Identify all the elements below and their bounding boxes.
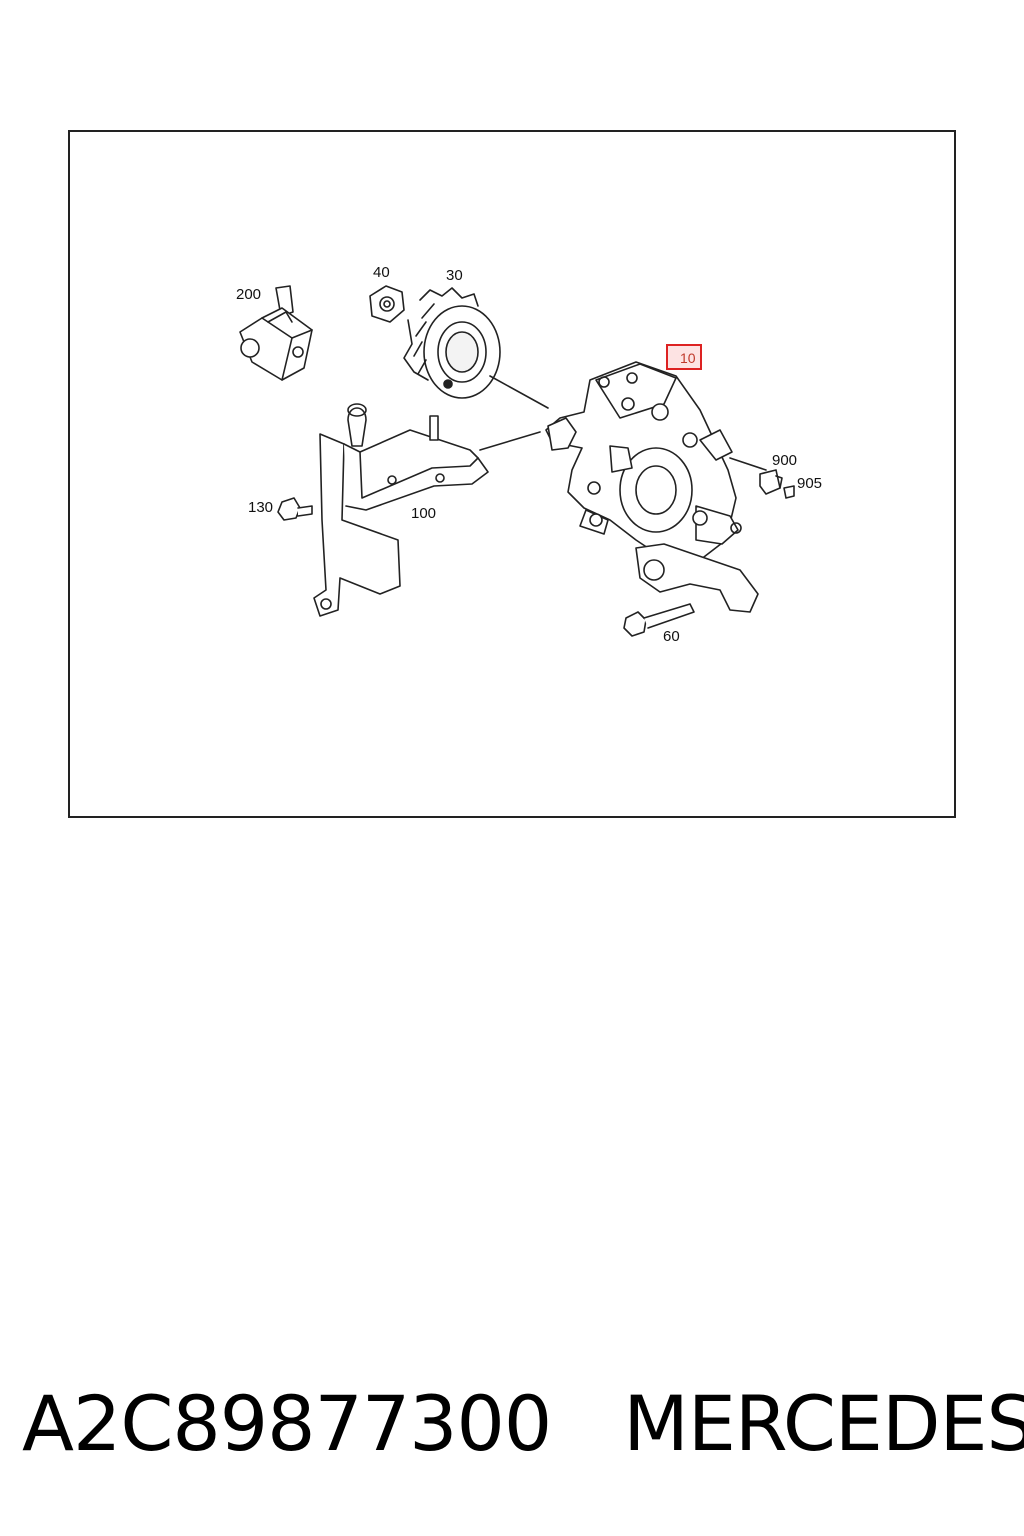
part-30-sprocket [403, 287, 501, 399]
callout-60: 60 [663, 628, 680, 645]
callout-40: 40 [373, 264, 390, 281]
leader-line-30 [489, 375, 549, 409]
part-10-pump [545, 361, 759, 613]
callout-200: 200 [236, 286, 262, 303]
part-900-sensor [759, 469, 783, 495]
callout-900: 900 [772, 452, 798, 469]
callout-905: 905 [797, 475, 823, 492]
footer-caption: A2C89877300 MERCEDES [22, 1378, 1024, 1468]
leader-line-900 [729, 457, 767, 471]
leader-line-100 [479, 431, 541, 451]
diagram-frame [68, 130, 956, 818]
brand-name: MERCEDES [623, 1378, 1024, 1468]
callout-130: 130 [248, 499, 274, 516]
part-100-bracket [313, 403, 489, 617]
callout-10-highlighted[interactable]: 10 [666, 344, 702, 370]
callout-30: 30 [446, 267, 463, 284]
part-number: A2C89877300 [22, 1378, 552, 1468]
part-40-nut [369, 285, 405, 323]
part-60-bolt [623, 603, 695, 637]
parts-illustration [239, 285, 795, 637]
callout-100: 100 [411, 505, 437, 522]
part-200-connector [239, 285, 313, 381]
part-130-bolt [277, 497, 313, 521]
part-905-seal [783, 485, 795, 499]
